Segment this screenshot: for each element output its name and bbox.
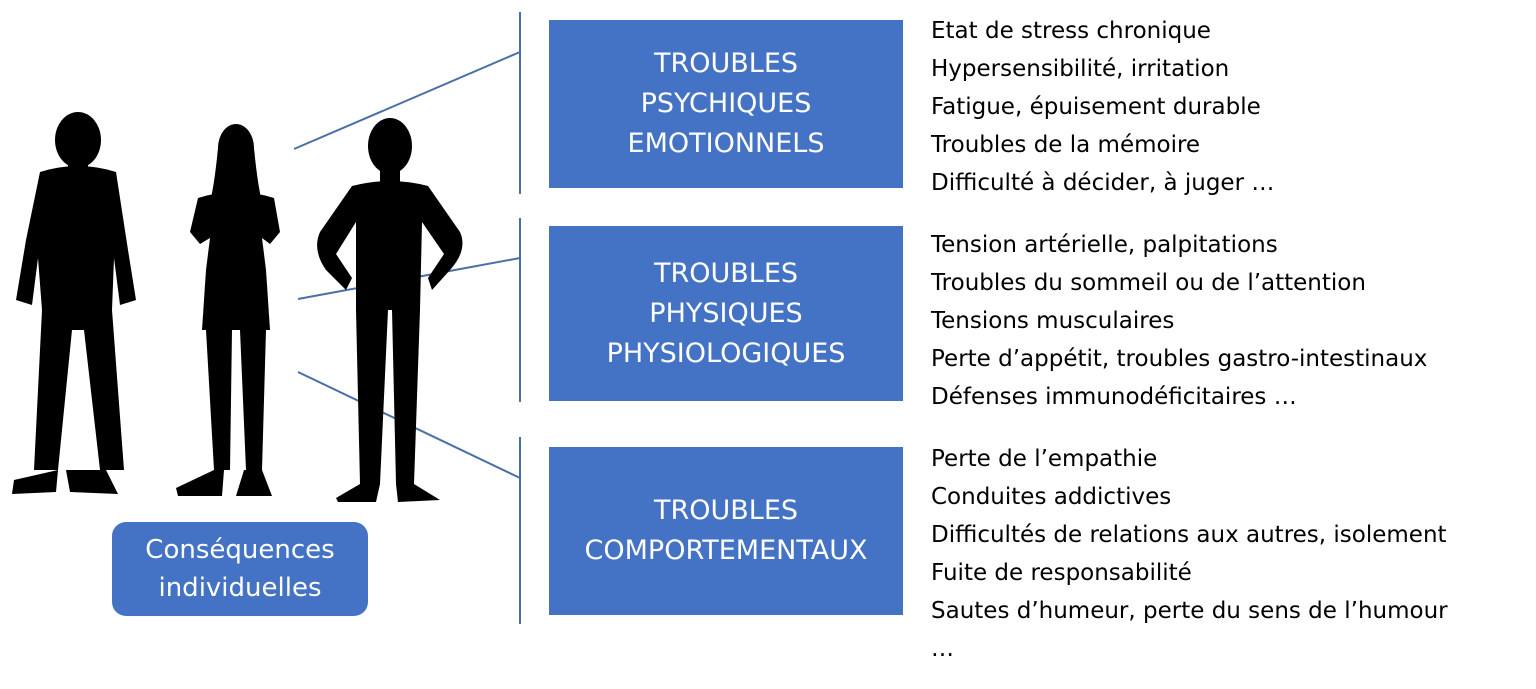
list-item: Fuite de responsabilité (931, 560, 1192, 586)
man-silhouette-right (317, 118, 463, 502)
list-item: Perte d’appétit, troubles gastro-intesti… (931, 346, 1428, 372)
category-box-physiques: TROUBLES PHYSIQUES PHYSIOLOGIQUES (549, 226, 903, 401)
caption-line: individuelles (158, 573, 322, 603)
list-item: … (931, 636, 954, 662)
category-title-line: TROUBLES (653, 48, 799, 79)
category-title-line: TROUBLES (653, 495, 799, 526)
category-title-line: COMPORTEMENTAUX (584, 535, 868, 566)
list-item: Perte de l’empathie (931, 446, 1158, 472)
man-silhouette-left (12, 112, 136, 494)
list-item: Sautes d’humeur, perte du sens de l’humo… (931, 598, 1448, 624)
list-item: Fatigue, épuisement durable (931, 94, 1261, 120)
symptom-list-comportementaux: Perte de l’empathie Conduites addictives… (931, 440, 1448, 668)
category-box-comportementaux: TROUBLES COMPORTEMENTAUX (549, 447, 903, 615)
symptom-list-physiques: Tension artérielle, palpitations Trouble… (931, 226, 1427, 416)
category-title-line: PSYCHIQUES (640, 88, 812, 119)
list-item: Troubles de la mémoire (931, 132, 1201, 158)
category-title-line: PHYSIOLOGIQUES (606, 337, 846, 369)
list-item: Etat de stress chronique (931, 18, 1211, 44)
caption-box: Conséquences individuelles (112, 522, 368, 616)
symptom-list-psychiques: Etat de stress chronique Hypersensibilit… (931, 12, 1274, 202)
connector-psy (293, 51, 521, 150)
woman-silhouette (176, 124, 280, 496)
category-box-psychiques: TROUBLES PSYCHIQUES EMOTIONNELS (549, 20, 903, 188)
list-item: Tensions musculaires (931, 308, 1175, 334)
list-item: Troubles du sommeil ou de l’attention (931, 270, 1366, 296)
category-title-line: EMOTIONNELS (627, 128, 825, 159)
list-item: Hypersensibilité, irritation (931, 56, 1230, 82)
list-item: Défenses immunodéficitaires … (931, 384, 1297, 410)
caption-line: Conséquences (145, 535, 335, 565)
category-title-line: PHYSIQUES (649, 297, 803, 329)
list-item: Conduites addictives (931, 484, 1172, 510)
list-item: Tension artérielle, palpitations (931, 232, 1278, 258)
list-item: Difficulté à décider, à juger … (931, 170, 1275, 196)
category-title-line: TROUBLES (653, 257, 799, 289)
list-item: Difficultés de relations aux autres, iso… (931, 522, 1447, 548)
